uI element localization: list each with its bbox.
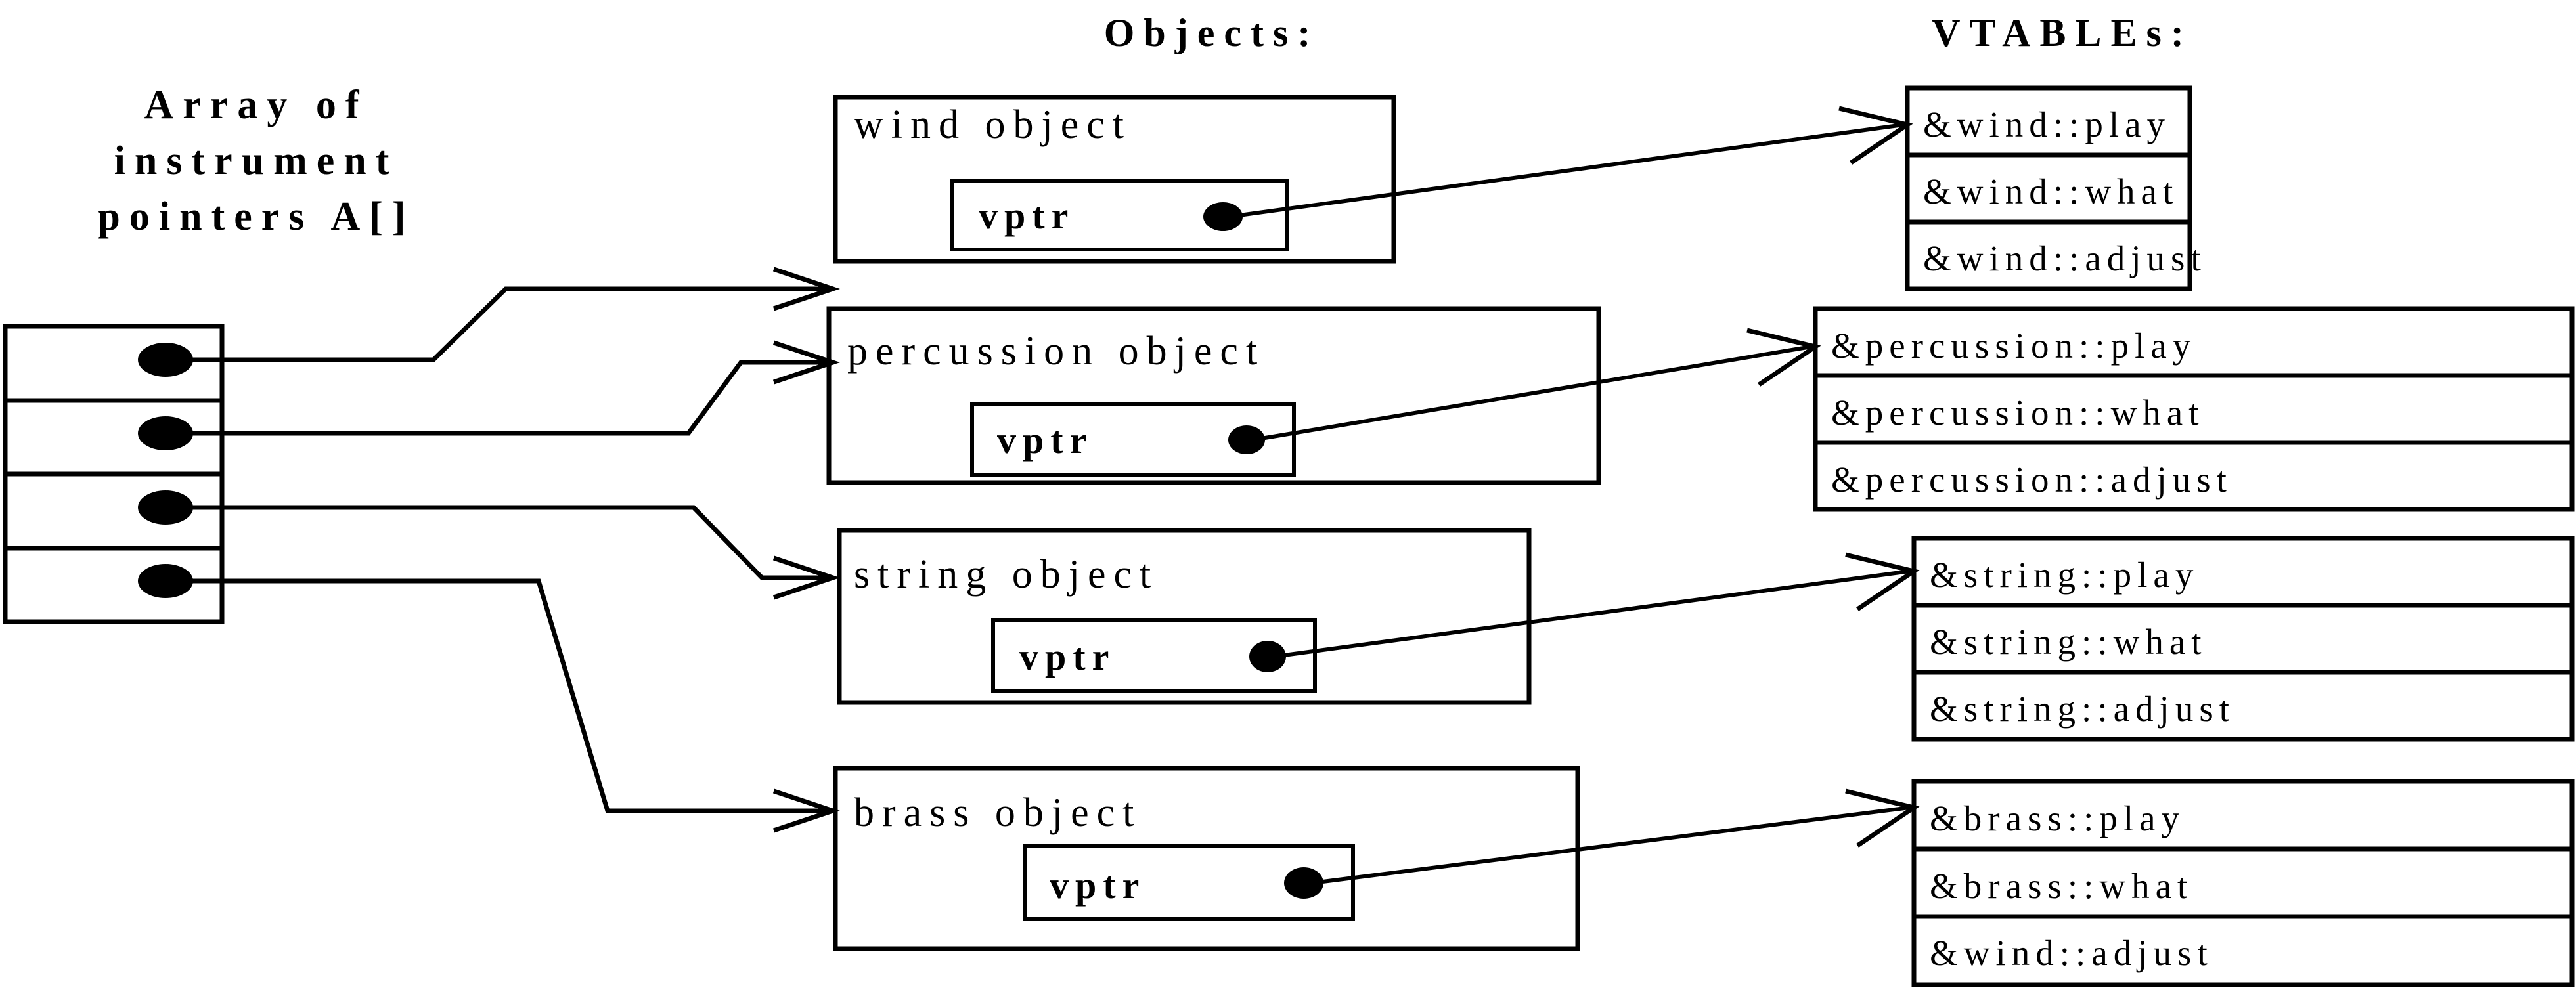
array-title-line-3: pointers A[]: [97, 194, 414, 239]
connector-array3-to-brass: [166, 578, 841, 833]
object-box-percussion[interactable]: percussion object vptr: [826, 306, 1601, 485]
instrument-pointer-array: [3, 324, 225, 624]
vtable-brass[interactable]: &brass::play &brass::what &wind::adjust: [1911, 779, 2575, 987]
connector-wind-vptr-to-vtable: [1229, 106, 1913, 219]
string-vtable-entry-0: &string::play: [1930, 555, 2199, 595]
wind-vtable-rect: [1905, 85, 2192, 291]
percussion-vptr-label: vptr: [997, 419, 1093, 462]
object-box-brass[interactable]: brass object vptr: [833, 766, 1580, 951]
percussion-vptr-rect: [970, 402, 1296, 477]
vtable-percussion[interactable]: &percussion::play &percussion::what &per…: [1813, 306, 2575, 512]
connector-brass-vptr-to-vtable: [1312, 788, 1920, 885]
brass-vtable-entry-1: &brass::what: [1930, 866, 2193, 906]
brass-vtable-entry-0: &brass::play: [1930, 798, 2185, 838]
string-vptr-dot[interactable]: [1249, 641, 1286, 672]
string-vtable-entry-1: &string::what: [1930, 622, 2208, 662]
string-vtable-entry-2: &string::adjust: [1930, 689, 2235, 729]
wind-vptr-rect: [950, 179, 1289, 251]
connector-percussion-vptr-to-vtable: [1253, 328, 1821, 442]
objects-column-header: Objects:: [1104, 11, 1320, 54]
object-box-wind[interactable]: wind object vptr: [833, 95, 1396, 264]
vtable-string[interactable]: &string::play &string::what &string::adj…: [1911, 536, 2575, 742]
connector-array2-to-string: [166, 505, 841, 600]
array-title-line-1: Array of: [144, 83, 368, 127]
wind-vtable-entry-0: &wind::play: [1923, 104, 2171, 144]
string-object-outer-rect: [837, 528, 1532, 705]
string-vptr-rect: [991, 618, 1317, 693]
array-title: Array of instrument pointers A[]: [97, 83, 414, 239]
string-vtable-rect: [1911, 536, 2575, 742]
connector-array0-to-wind: [166, 267, 841, 362]
percussion-object-label: percussion object: [847, 329, 1265, 374]
vtable-wind[interactable]: &wind::play &wind::what &wind::adjust: [1905, 85, 2207, 291]
connector-string-vptr-to-vtable: [1274, 552, 1920, 658]
wind-object-outer-rect: [833, 95, 1396, 264]
wind-vptr-label: vptr: [979, 194, 1075, 237]
object-box-string[interactable]: string object vptr: [837, 528, 1532, 705]
brass-vtable-rect: [1911, 779, 2575, 987]
connector-array1-to-percussion: [166, 340, 841, 436]
string-vptr-label: vptr: [1019, 636, 1115, 678]
percussion-object-outer-rect: [826, 306, 1601, 485]
array-title-line-2: instrument: [114, 139, 399, 183]
wind-vtable-entry-1: &wind::what: [1923, 171, 2179, 211]
brass-vtable-entry-2: &wind::adjust: [1930, 933, 2213, 973]
wind-vptr-dot[interactable]: [1203, 202, 1243, 231]
percussion-vtable-entry-1: &percussion::what: [1831, 393, 2204, 433]
wind-object-label: wind object: [854, 102, 1132, 147]
brass-vptr-dot[interactable]: [1284, 867, 1323, 899]
brass-vptr-rect: [1023, 844, 1355, 921]
percussion-vtable-rect: [1813, 306, 2575, 512]
percussion-vtable-entry-2: &percussion::adjust: [1831, 460, 2232, 500]
vtables-column-header: VTABLEs:: [1932, 11, 2193, 54]
wind-vtable-entry-2: &wind::adjust: [1923, 238, 2207, 278]
percussion-vtable-entry-0: &percussion::play: [1831, 326, 2196, 366]
brass-object-outer-rect: [833, 766, 1580, 951]
brass-object-label: brass object: [854, 790, 1142, 835]
brass-vptr-label: vptr: [1050, 864, 1145, 907]
percussion-vptr-dot[interactable]: [1228, 425, 1265, 454]
string-object-label: string object: [854, 552, 1159, 597]
